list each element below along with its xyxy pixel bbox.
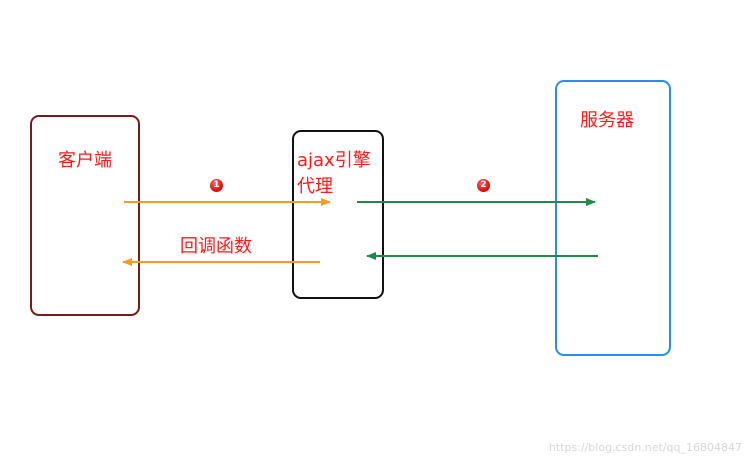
step-1-badge: 1 xyxy=(210,179,223,192)
proxy-label: ajax引擎代理 xyxy=(297,150,371,197)
proxy-box xyxy=(292,130,384,299)
watermark: https://blog.csdn.net/qq_16804847 xyxy=(548,441,742,454)
server-box xyxy=(555,80,671,356)
client-label: 客户端 xyxy=(58,150,112,171)
client-box xyxy=(30,115,140,316)
step-2-badge: 2 xyxy=(477,179,490,192)
callback-label: 回调函数 xyxy=(180,236,252,257)
server-label: 服务器 xyxy=(580,110,634,131)
